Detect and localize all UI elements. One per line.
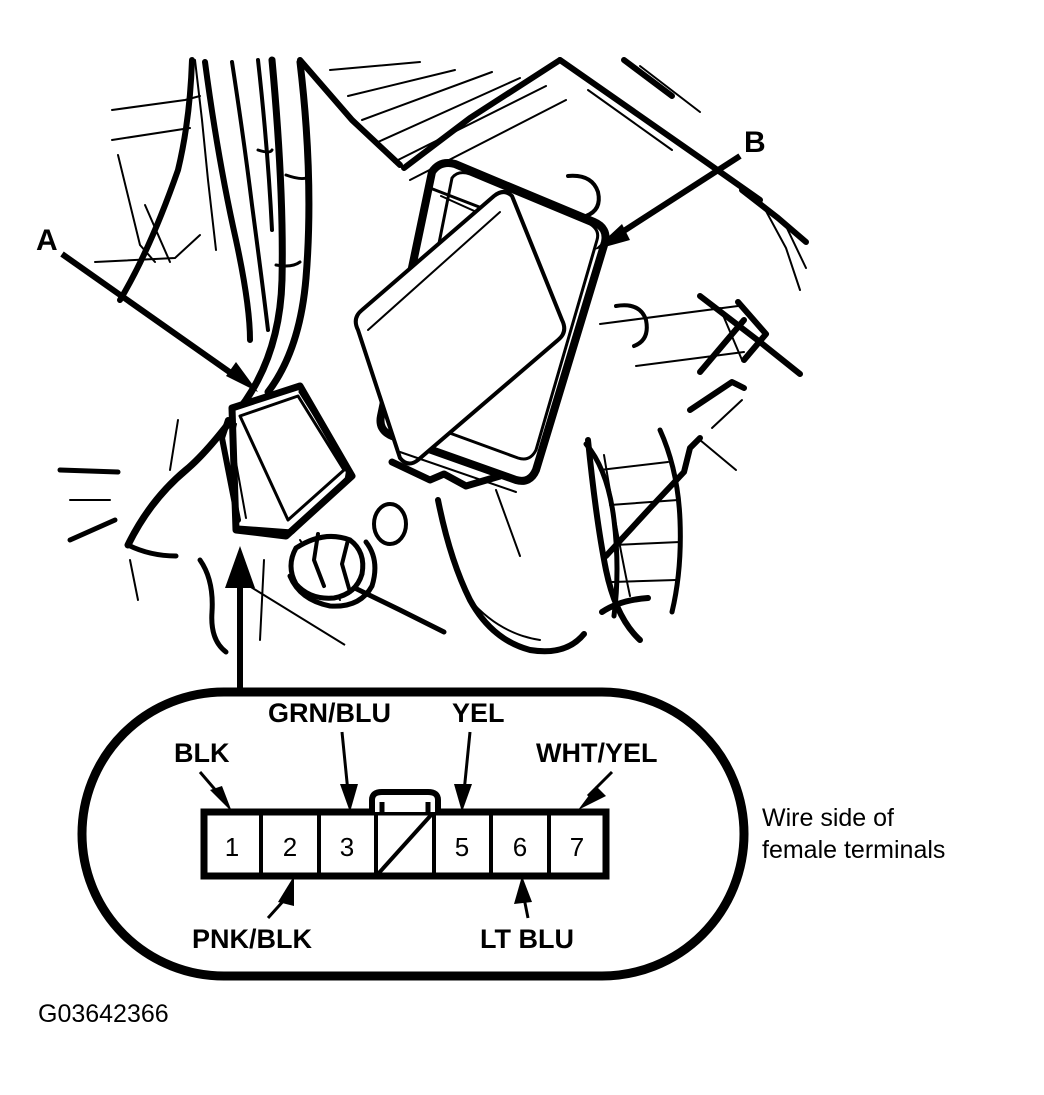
- wire-label-ltblu-group: LT BLU: [480, 876, 574, 954]
- pin-number-5: 5: [455, 832, 469, 862]
- connector-terminal-block: [200, 789, 610, 880]
- wire-label-blk-group: BLK: [174, 738, 232, 812]
- wire-label-grnblu: GRN/BLU: [268, 698, 391, 728]
- wire-label-ltblu: LT BLU: [480, 924, 574, 954]
- wire-label-grnblu-group: GRN/BLU: [268, 698, 391, 812]
- callout-a: A: [36, 224, 258, 392]
- pin-number-1: 1: [225, 832, 239, 862]
- wire-label-blk: BLK: [174, 738, 230, 768]
- callout-a-label: A: [36, 224, 58, 257]
- wire-label-yel: YEL: [452, 698, 505, 728]
- detail-leader-arrow: [225, 546, 346, 692]
- relay-box-b: [353, 159, 649, 493]
- pin-numbers: 1 2 3 5 6 7: [225, 832, 584, 862]
- figure-id-code: G03642366: [38, 1000, 169, 1028]
- mounting-bolt: [287, 502, 408, 609]
- wire-label-whtyel-group: WHT/YEL: [536, 738, 658, 810]
- wire-label-whtyel: WHT/YEL: [536, 738, 658, 768]
- pin-number-6: 6: [513, 832, 527, 862]
- pin-number-2: 2: [283, 832, 297, 862]
- wire-label-pnkblk-group: PNK/BLK: [192, 876, 312, 954]
- pin-number-3: 3: [340, 832, 354, 862]
- side-note-line-2: female terminals: [762, 836, 945, 864]
- wire-label-yel-group: YEL: [452, 698, 505, 812]
- callout-b-label: B: [744, 126, 766, 159]
- side-note-line-1: Wire side of: [762, 804, 894, 832]
- connector-a: [219, 382, 356, 540]
- side-note: Wire side of female terminals: [762, 804, 945, 864]
- callout-b: B: [594, 126, 766, 250]
- wire-label-pnkblk: PNK/BLK: [192, 924, 312, 954]
- engine-bay-background: [57, 56, 809, 655]
- pin-number-7: 7: [570, 832, 584, 862]
